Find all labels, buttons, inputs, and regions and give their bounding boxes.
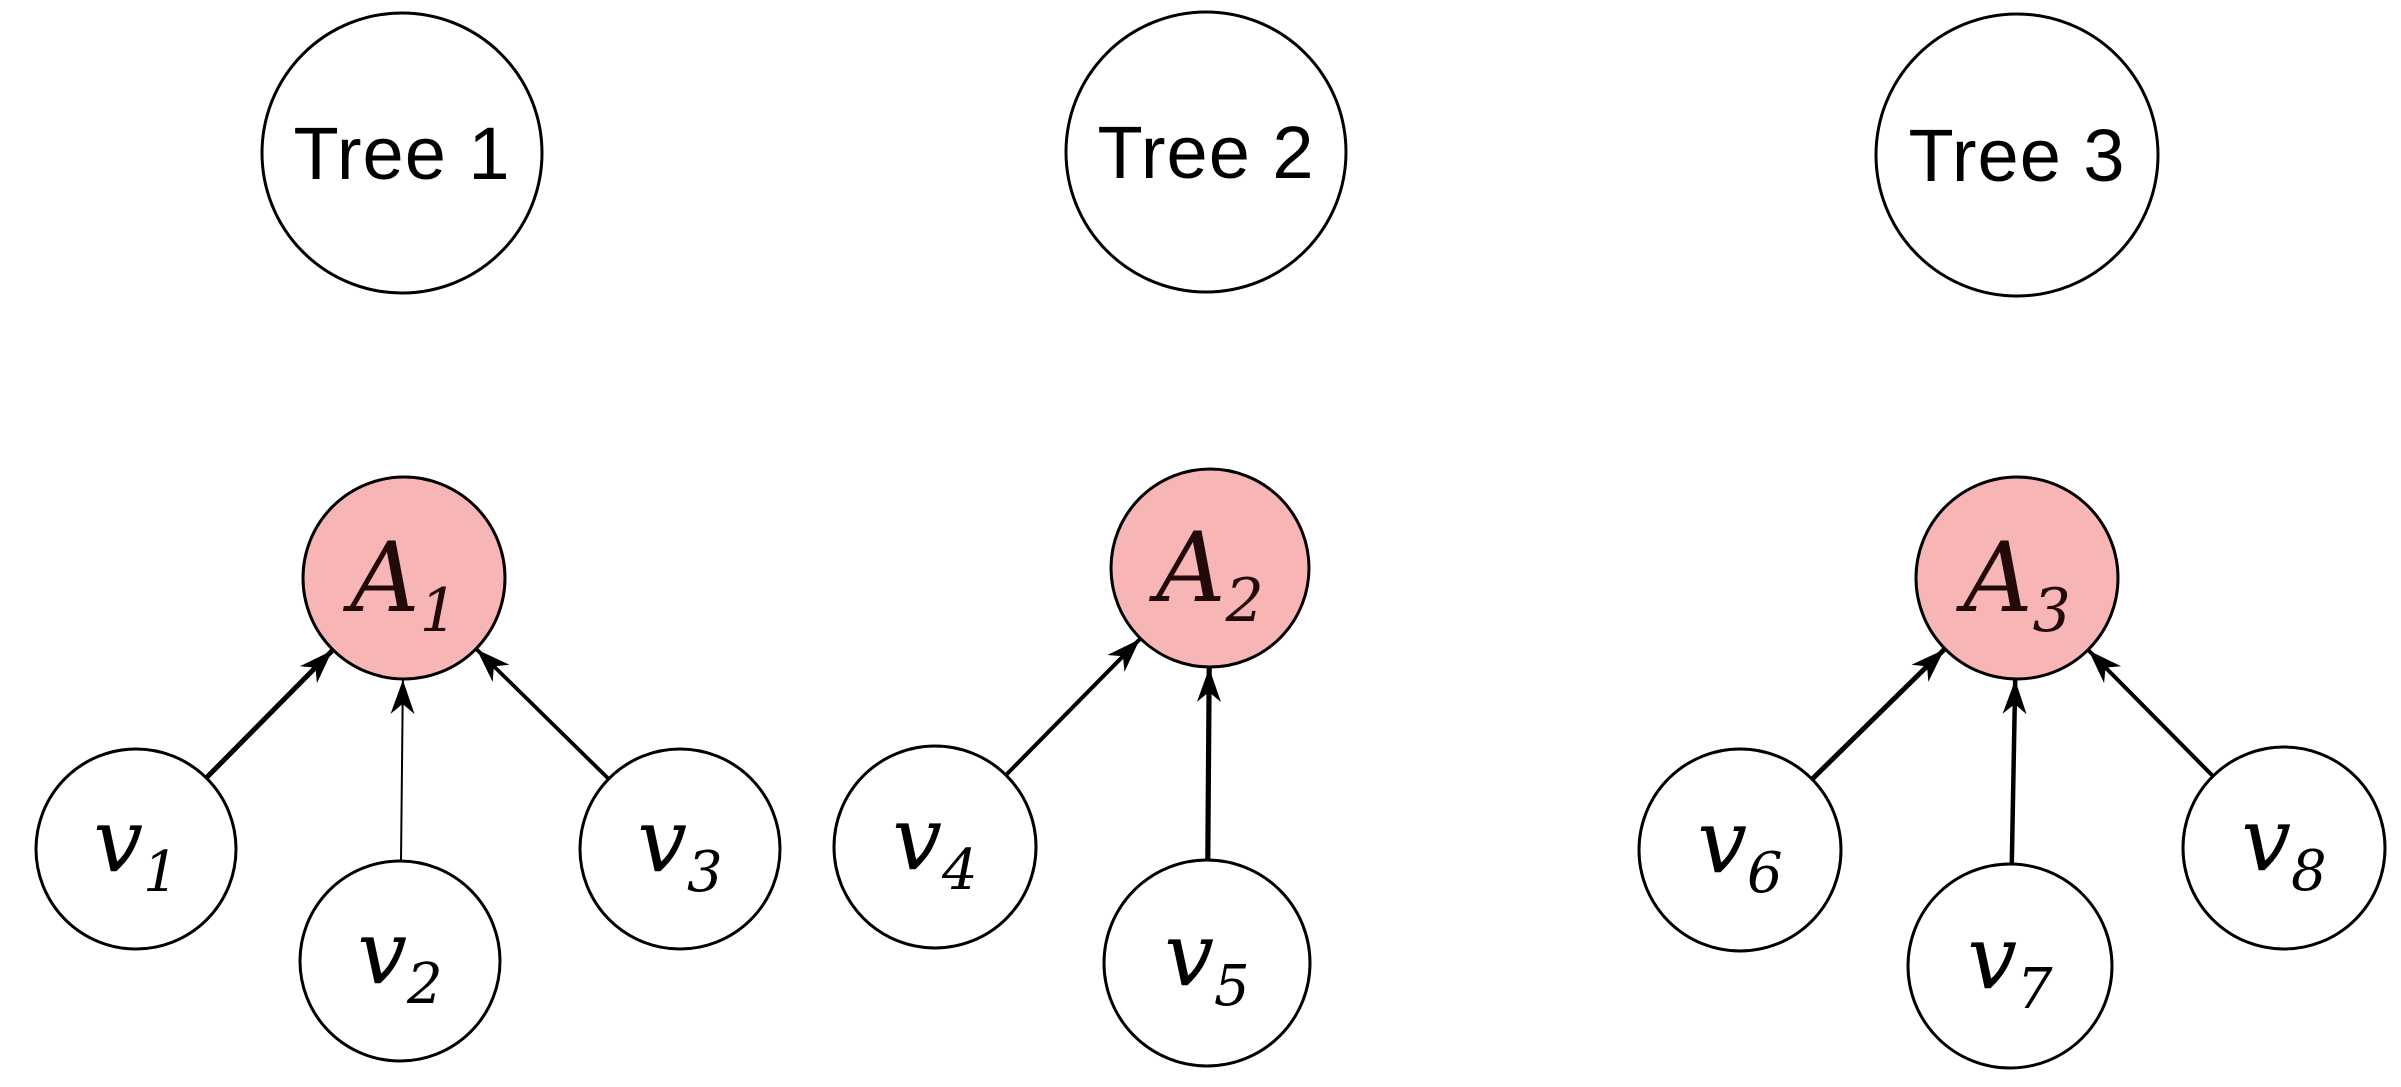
tree-3-header-label: Tree 3 xyxy=(1908,114,2125,197)
tree-1-aggregate-label-sub: 1 xyxy=(420,576,458,646)
tree-1-leaf-v3-node xyxy=(578,747,782,951)
tree-2-aggregate-label-main: A xyxy=(1148,512,1225,624)
tree-3-leaf-v6-node xyxy=(1637,747,1843,953)
tree-1-aggregate-label: A1 xyxy=(342,522,458,646)
tree-2-aggregate-node xyxy=(1109,467,1311,669)
tree-3-leaf-v6-label-main: v xyxy=(1697,790,1747,893)
tree-3-leaf-v7-label: v7 xyxy=(1967,906,2053,1022)
tree-2-aggregate-label-sub: 2 xyxy=(1225,566,1264,636)
tree-1-aggregate-node xyxy=(301,475,507,681)
tree-1-leaf-v3-label-sub: 3 xyxy=(687,840,723,905)
tree-1-leaf-v3-label-main: v xyxy=(637,789,687,892)
tree-3-leaf-v6-label-sub: 6 xyxy=(1747,841,1783,906)
tree-3-leaf-v7-label-main: v xyxy=(1967,906,2017,1009)
edge-v5-to-A2 xyxy=(1196,667,1221,861)
tree-3-aggregate-label-main: A xyxy=(1955,522,2032,634)
tree-2-leaf-v5-label-sub: 5 xyxy=(1214,954,1250,1019)
tree-2-leaf-v4-label-sub: 4 xyxy=(941,838,978,903)
tree-3-leaf-v7-label-sub: 7 xyxy=(2017,957,2053,1022)
tree-3-aggregate-label: A3 xyxy=(1955,522,2071,646)
tree-1-leaf-v2-node xyxy=(298,859,502,1063)
edge-v2-to-A1 xyxy=(390,679,415,862)
tree-3-leaf-v6-label: v6 xyxy=(1697,790,1782,906)
tree-3-leaf-v7-node xyxy=(1906,862,2114,1070)
edge-v3-to-A1 xyxy=(475,648,610,781)
tree-1-leaf-v1-label: v1 xyxy=(93,789,178,905)
tree-3-aggregate-label-sub: 3 xyxy=(2033,576,2071,646)
tree-3-leaf-v8-label: v8 xyxy=(2241,788,2326,904)
tree-1-leaf-v1-node xyxy=(34,747,238,951)
tree-1-header-label: Tree 1 xyxy=(293,112,510,195)
tree-2-leaf-v5-label-main: v xyxy=(1164,903,1214,1006)
tree-3-leaf-v8-label-sub: 8 xyxy=(2291,839,2327,904)
edge-v7-to-A3 xyxy=(2002,679,2027,865)
tree-1-leaf-v2-label: v2 xyxy=(357,901,442,1017)
tree-3-header-node xyxy=(1874,12,2160,298)
edge-v1-to-A1 xyxy=(204,648,335,780)
tree-1-aggregate-label-main: A xyxy=(342,522,419,634)
tree-2-leaf-v4-label: v4 xyxy=(892,787,977,903)
tree-2-header-node xyxy=(1064,10,1348,294)
tree-1-leaf-v1-label-sub: 1 xyxy=(143,840,179,905)
edge-v8-to-A3 xyxy=(2087,649,2215,778)
tree-2-header-label: Tree 2 xyxy=(1097,111,1314,194)
tree-1-leaf-v3-label: v3 xyxy=(637,789,722,905)
tree-1-leaf-v1-label-main: v xyxy=(93,789,143,892)
tree-3-aggregate-node xyxy=(1914,475,2120,681)
edge-v4-to-A2 xyxy=(1004,637,1142,777)
tree-3-leaf-v8-label-main: v xyxy=(2241,788,2291,891)
tree-1-leaf-v2-label-sub: 2 xyxy=(406,952,443,1017)
tree-2-leaf-v5-node xyxy=(1102,858,1312,1068)
tree-1-header-node xyxy=(260,11,544,295)
tree-2-leaf-v5-label: v5 xyxy=(1164,903,1249,1019)
tree-3-leaf-v8-node xyxy=(2181,745,2387,951)
tree-1-leaf-v2-label-main: v xyxy=(357,901,407,1004)
tree-2-aggregate-label: A2 xyxy=(1148,512,1264,636)
edge-v6-to-A3 xyxy=(1810,647,1946,781)
tree-2-leaf-v4-label-main: v xyxy=(892,787,942,890)
tree-2-leaf-v4-node xyxy=(832,744,1038,950)
